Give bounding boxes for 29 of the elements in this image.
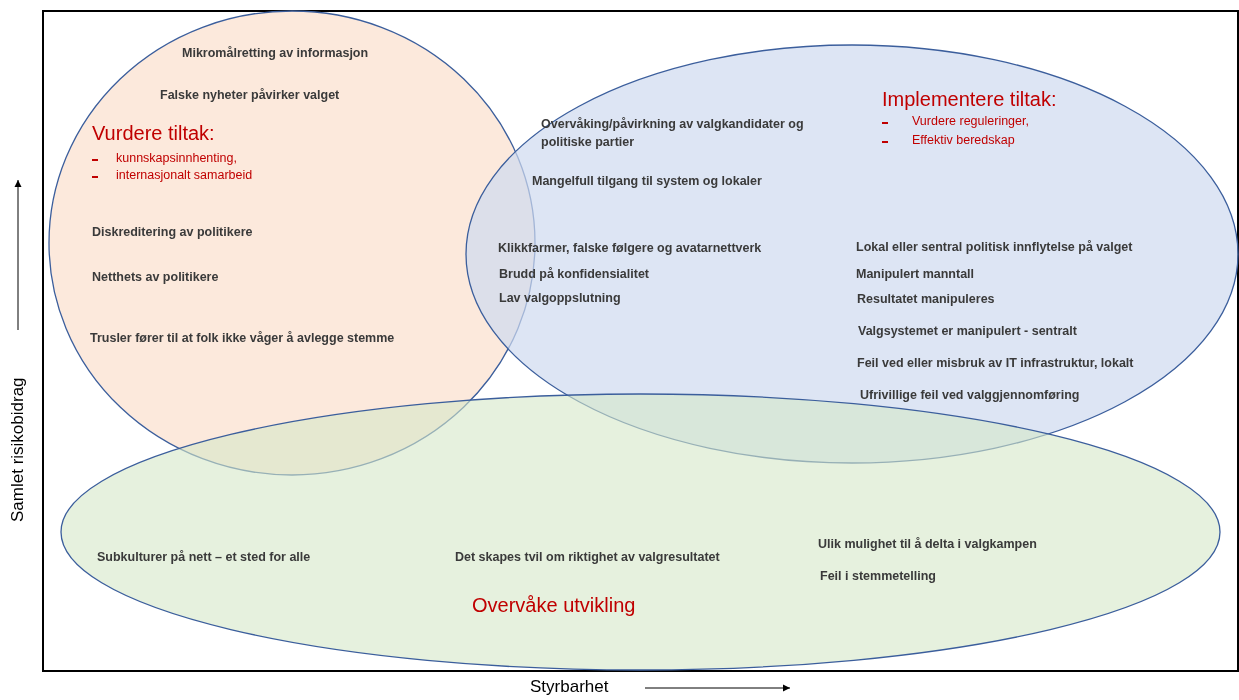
risk-item: Lokal eller sentral politisk innflytelse på valget (856, 239, 1133, 256)
bullet-text: kunnskapsinnhenting, (116, 150, 237, 167)
axis-label: Styrbarhet (530, 677, 609, 697)
risk-item: Falske nyheter påvirker valget (160, 87, 340, 104)
risk-item: Subkulturer på nett – et sted for alle (97, 549, 311, 566)
venn-ellipse (465, 44, 1239, 464)
risk-item: Ufrivillige feil ved valggjennomføring (860, 387, 1080, 404)
axis-label: Samlet risikobidrag (8, 377, 28, 522)
risk-item: Valgsystemet er manipulert - sentralt (858, 323, 1077, 340)
risk-item: Manipulert manntall (856, 266, 975, 283)
risk-item: Brudd på konfidensialitet (499, 266, 649, 283)
risk-item: Ulik mulighet til å delta i valgkampen (818, 536, 1037, 553)
bullet-text: internasjonalt samarbeid (116, 167, 253, 184)
section-heading: Vurdere tiltak: (92, 122, 215, 144)
risk-item: Klikkfarmer, falske følgere og avatarnettverk (498, 240, 762, 257)
bullet-text: Effektiv beredskap (912, 132, 1015, 149)
risk-item: Trusler fører til at folk ikke våger å avlegge stemme (90, 330, 395, 347)
risk-item: Resultatet manipuleres (857, 291, 995, 308)
risk-item: Netthets av politikere (92, 269, 219, 286)
section-heading: Implementere tiltak: (882, 88, 1057, 110)
bullet-text: Vurdere reguleringer, (912, 113, 1029, 130)
risk-item: Lav valgoppslutning (499, 290, 621, 307)
risk-item: Feil i stemmetelling (820, 568, 936, 585)
risk-item: Feil ved eller misbruk av IT infrastruktur, lokalt (857, 355, 1134, 372)
risk-item: Mikromålretting av informasjon (182, 45, 369, 62)
risk-item: Mangelfull tilgang til system og lokaler (532, 173, 762, 190)
risk-item: Diskreditering av politikere (92, 224, 253, 241)
section-heading: Overvåke utvikling (472, 594, 636, 616)
risk-item: Det skapes tvil om riktighet av valgresultatet (455, 549, 720, 566)
